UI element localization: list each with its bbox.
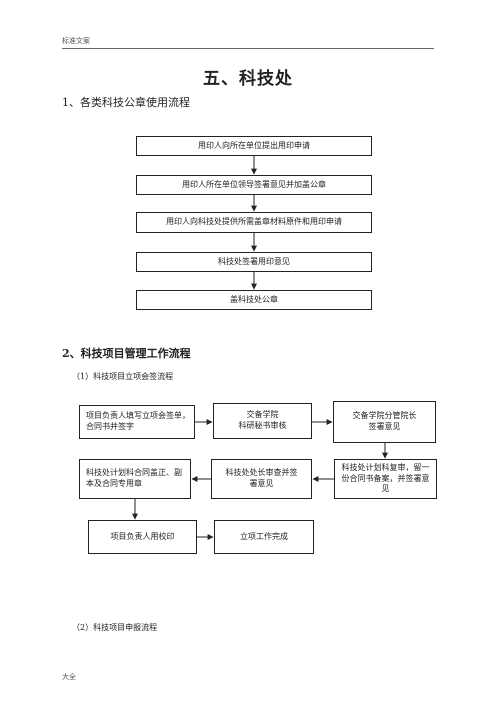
flow-box-school-seal-label: 项目负责人用校印	[110, 531, 175, 541]
section-heading-project-management: 2、科技项目管理工作流程	[62, 347, 191, 360]
seal-step-4: 科技处签署用印意见	[136, 252, 372, 272]
flow-box-vice-dean-line2: 签署意见	[368, 422, 401, 431]
flow-box-project-leader-form: 项目负责人填写立项会签单，合同书并签字	[79, 405, 195, 439]
flow-box-project-leader-form-label: 项目负责人填写立项会签单，合同书并签字	[86, 411, 190, 431]
page-header: 标准文案	[62, 37, 90, 45]
flow-box-completed: 立项工作完成	[214, 520, 314, 554]
flow-box-vice-dean: 交备学院分管院长 签署意见	[333, 401, 436, 443]
seal-step-5: 盖科技处公章	[136, 290, 372, 310]
flow-box-contract-stamp: 科技处计划科合同盖正、副本及合同专用章	[79, 459, 191, 499]
flow-box-school-seal: 项目负责人用校印	[88, 520, 197, 554]
seal-step-1-label: 用印人向所在单位提出用印申请	[198, 140, 310, 150]
flow-box-vice-dean-line1: 交备学院分管院长	[352, 411, 417, 421]
flow-box-college-secretary-line1: 交备学院	[246, 410, 279, 420]
flow-box-college-secretary-line2: 科研秘书审核	[238, 421, 287, 430]
flow-box-completed-label: 立项工作完成	[240, 531, 288, 541]
flow-box-director-review: 科技处处长审查并签 署意见	[211, 459, 312, 499]
page-footer: 大全	[62, 673, 76, 681]
flow-box-plan-review-label: 科技处计划科复审，留一份合同书备案，并签署意见	[341, 462, 430, 494]
subsection-heading-approval: （1）科技项目立项会签流程	[72, 372, 174, 381]
seal-step-2: 用印人所在单位领导签署意见并加盖公章	[136, 175, 372, 195]
flow-box-director-review-line1: 科技处处长审查并签	[225, 468, 298, 478]
flow-box-plan-review: 科技处计划科复审，留一份合同书备案，并签署意见	[334, 459, 437, 499]
flow-box-contract-stamp-label: 科技处计划科合同盖正、副本及合同专用章	[86, 468, 182, 488]
seal-step-5-label: 盖科技处公章	[230, 294, 278, 304]
flow-box-director-review-line2: 署意见	[249, 479, 274, 488]
page-title: 五、科技处	[203, 69, 293, 89]
subsection-heading-application: （2）科技项目申报流程	[72, 623, 158, 632]
seal-step-1: 用印人向所在单位提出用印申请	[136, 136, 372, 156]
header-divider	[62, 48, 434, 49]
seal-step-2-label: 用印人所在单位领导签署意见并加盖公章	[182, 179, 326, 189]
seal-step-3-label: 用印人向科技处提供所需盖章材料原件和用印申请	[166, 217, 342, 227]
seal-step-3: 用印人向科技处提供所需盖章材料原件和用印申请	[136, 212, 372, 233]
seal-step-4-label: 科技处签署用印意见	[218, 256, 290, 266]
flow-box-college-secretary: 交备学院 科研秘书审核	[213, 403, 312, 439]
section-heading-seal-usage: 1、各类科技公章使用流程	[62, 96, 190, 109]
